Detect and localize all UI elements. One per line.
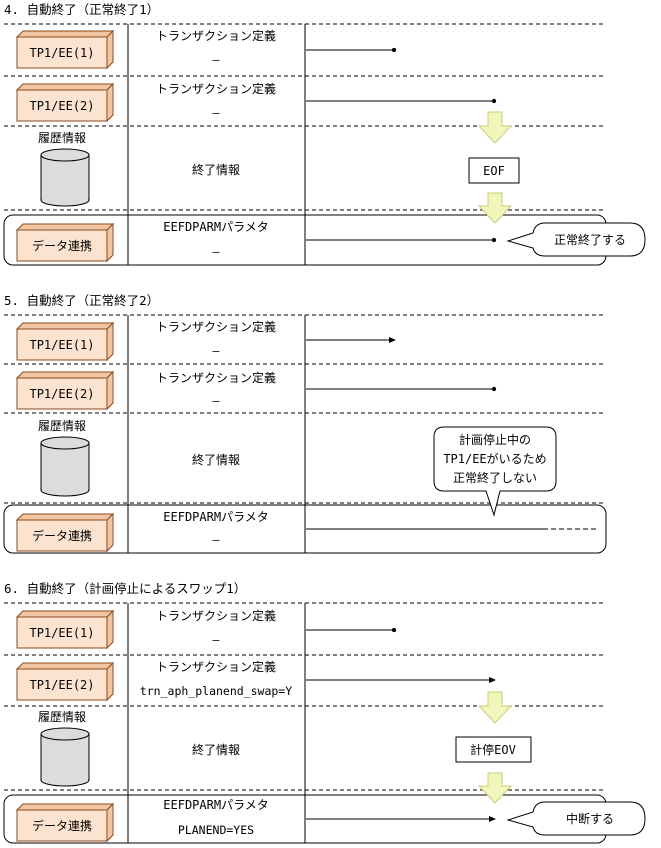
tp1ee-1-box: TP1/EE(1) [15, 321, 115, 362]
history-label: 履歴情報 [38, 131, 86, 145]
mid-sub: ― [213, 106, 220, 120]
callout-line: 正常終了しない [453, 470, 537, 485]
mid-sub: PLANEND=YES [178, 823, 254, 837]
history-label: 履歴情報 [38, 710, 86, 724]
data-link-box: データ連携 [15, 222, 115, 263]
mid-sub: ― [213, 533, 220, 547]
mid-label: トランザクション定義 [156, 81, 276, 96]
box-label: データ連携 [32, 238, 92, 253]
section-6: 6. 自動終了（計画停止によるスワップ1） TP1/EE(1) トランザクション… [3, 581, 646, 844]
mid-sub: ― [213, 344, 220, 358]
status-box [455, 736, 532, 763]
status-box [468, 157, 520, 184]
tp1ee-2-box: TP1/EE(2) [15, 370, 115, 411]
speech-bubble-icon: 計画停止中の TP1/EEがいるため 正常終了しない [433, 426, 557, 517]
down-arrow-icon [477, 192, 513, 224]
callout-text: 中断する [566, 811, 614, 826]
box-label: TP1/EE(1) [29, 626, 94, 640]
mid-sub: ― [213, 633, 220, 647]
mid-sub: trn_aph_planend_swap=Y [140, 684, 292, 698]
mid-label: EEFDPARMパラメタ [163, 220, 268, 234]
data-link-frame [3, 504, 607, 554]
history-label: 履歴情報 [38, 419, 86, 433]
mid-label: EEFDPARMパラメタ [163, 798, 268, 812]
mid-label: 終了情報 [192, 452, 240, 467]
box-label: TP1/EE(1) [29, 338, 94, 352]
mid-sub: ― [213, 53, 220, 67]
mid-sub: ― [213, 245, 220, 259]
data-link-box: データ連携 [15, 512, 115, 553]
section-4: 4. 自動終了（正常終了1） TP1/EE(1) トランザクション定義 ― TP… [3, 2, 646, 266]
callout-line: 計画停止中の [459, 432, 531, 447]
speech-bubble-icon: 中断する [506, 801, 646, 836]
status-text: 計停EOV [470, 742, 516, 757]
section-4-title: 4. 自動終了（正常終了1） [4, 2, 159, 17]
mid-label: トランザクション定義 [156, 608, 276, 623]
section-5-title: 5. 自動終了（正常終了2） [4, 293, 159, 308]
mid-label: トランザクション定義 [156, 659, 276, 674]
tp1ee-2-box: TP1/EE(2) [15, 82, 115, 123]
box-label: TP1/EE(2) [29, 387, 94, 401]
mid-label: 終了情報 [192, 162, 240, 177]
speech-bubble-icon: 正常終了する [506, 222, 646, 257]
box-label: TP1/EE(2) [29, 678, 94, 692]
mid-sub: ― [213, 394, 220, 408]
callout-text: 正常終了する [554, 232, 626, 247]
cylinder-database-icon [40, 148, 90, 207]
down-arrow-icon [477, 691, 513, 724]
box-label: TP1/EE(1) [29, 46, 94, 60]
status-text: EOF [483, 164, 505, 178]
tp1ee-1-box: TP1/EE(1) [15, 29, 115, 70]
mid-label: トランザクション定義 [156, 370, 276, 385]
section-5: 5. 自動終了（正常終了2） TP1/EE(1) トランザクション定義 ― TP… [3, 293, 607, 554]
box-label: データ連携 [32, 818, 92, 833]
tp1ee-1-box: TP1/EE(1) [15, 609, 115, 650]
mid-label: 終了情報 [192, 742, 240, 757]
section-6-title: 6. 自動終了（計画停止によるスワップ1） [4, 581, 246, 596]
mid-label: EEFDPARMパラメタ [163, 510, 268, 524]
mid-label: トランザクション定義 [156, 28, 276, 43]
data-link-box: データ連携 [15, 802, 115, 843]
down-arrow-icon [477, 772, 513, 804]
down-arrow-icon [477, 111, 513, 144]
mid-label: トランザクション定義 [156, 319, 276, 334]
arrowhead-icon [489, 816, 496, 822]
box-label: データ連携 [32, 528, 92, 543]
cylinder-database-icon [40, 727, 90, 787]
arrowhead-icon [489, 677, 496, 683]
arrowhead-icon [389, 337, 396, 343]
cylinder-database-icon [40, 436, 90, 497]
callout-line: TP1/EEがいるため [443, 451, 546, 466]
tp1ee-2-box: TP1/EE(2) [15, 661, 115, 702]
box-label: TP1/EE(2) [29, 99, 94, 113]
